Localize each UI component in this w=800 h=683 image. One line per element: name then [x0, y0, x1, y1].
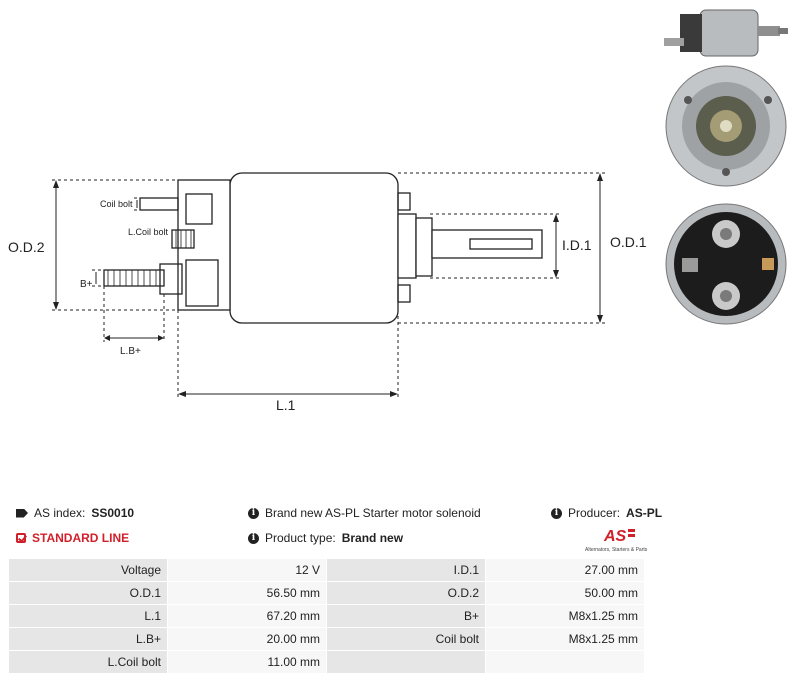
- spec-label: Voltage: [8, 558, 168, 582]
- spec-value: M8x1.25 mm: [485, 627, 645, 651]
- spec-label: Coil bolt: [326, 627, 486, 651]
- spec-value: 12 V: [167, 558, 327, 582]
- od2-label: O.D.2: [8, 239, 45, 255]
- info-icon: i: [248, 507, 259, 519]
- standard-line-label: STANDARD LINE: [32, 531, 130, 545]
- spec-label: [326, 650, 486, 674]
- bplus-label: B+: [80, 279, 93, 290]
- producer: i Producer: AS-PL: [551, 506, 662, 520]
- l1-label: L.1: [276, 397, 296, 413]
- lb-label: L.B+: [120, 346, 141, 357]
- check-icon: [16, 533, 26, 543]
- as-pl-logo: AS Alternators, Starters & Parts: [585, 528, 648, 553]
- spec-label: L.Coil bolt: [8, 650, 168, 674]
- spec-label: B+: [326, 604, 486, 628]
- producer-value: AS-PL: [626, 506, 663, 520]
- description-text: Brand new AS-PL Starter motor solenoid: [265, 506, 481, 520]
- spec-label: I.D.1: [326, 558, 486, 582]
- standard-line: STANDARD LINE: [16, 531, 129, 545]
- product-type-label: Product type:: [265, 531, 336, 545]
- spec-label: O.D.2: [326, 581, 486, 605]
- spec-value: [485, 650, 645, 674]
- spec-value: 50.00 mm: [485, 581, 645, 605]
- l-coil-bolt-label: L.Coil bolt: [128, 227, 169, 237]
- spec-value: 11.00 mm: [167, 650, 327, 674]
- spec-value: 20.00 mm: [167, 627, 327, 651]
- od1-label: O.D.1: [610, 234, 647, 250]
- as-index-label: AS index:: [34, 506, 86, 520]
- info-icon: i: [551, 507, 562, 519]
- info-icon: i: [248, 532, 259, 544]
- product-type: i Product type: Brand new: [248, 531, 403, 545]
- photo-front-view: [665, 65, 787, 187]
- coil-bolt-label: Coil bolt: [100, 199, 133, 209]
- producer-label: Producer:: [568, 506, 621, 520]
- spec-value: M8x1.25 mm: [485, 604, 645, 628]
- as-index: AS index: SS0010: [16, 506, 134, 520]
- as-index-value: SS0010: [91, 506, 135, 520]
- photo-rear-view: [665, 203, 787, 325]
- spec-value: 67.20 mm: [167, 604, 327, 628]
- svg-text:AS: AS: [603, 528, 627, 545]
- spec-label: L.B+: [8, 627, 168, 651]
- spec-value: 27.00 mm: [485, 558, 645, 582]
- technical-drawing: O.D.2 O.D.1 I.D.1 L.1 L.B+ B+ Coil bolt …: [8, 172, 647, 413]
- svg-text:Alternators, Starters & Parts: Alternators, Starters & Parts: [585, 547, 648, 553]
- spec-label: L.1: [8, 604, 168, 628]
- description: i Brand new AS-PL Starter motor solenoid: [248, 506, 481, 520]
- product-type-value: Brand new: [341, 531, 404, 545]
- tag-icon: [16, 508, 28, 518]
- photo-side-view: [664, 9, 788, 57]
- spec-label: O.D.1: [8, 581, 168, 605]
- spec-value: 56.50 mm: [167, 581, 327, 605]
- id1-label: I.D.1: [562, 237, 592, 253]
